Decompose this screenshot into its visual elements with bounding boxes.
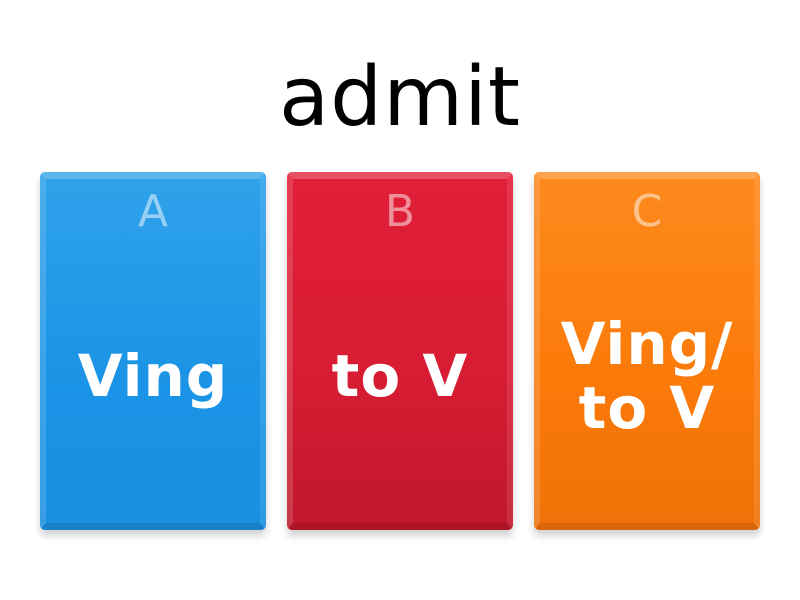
option-letter: C (631, 186, 663, 237)
question-word: admit (278, 50, 522, 145)
option-answer: Ving (77, 342, 229, 410)
answer-card-c[interactable]: C Ving/ to V (534, 172, 760, 530)
answer-card-b[interactable]: B to V (287, 172, 513, 530)
option-answer: to V (331, 342, 469, 410)
answer-card-a[interactable]: A Ving (40, 172, 266, 530)
option-answer: Ving/ to V (560, 310, 734, 442)
option-letter: A (137, 186, 169, 237)
option-letter: B (384, 186, 416, 237)
